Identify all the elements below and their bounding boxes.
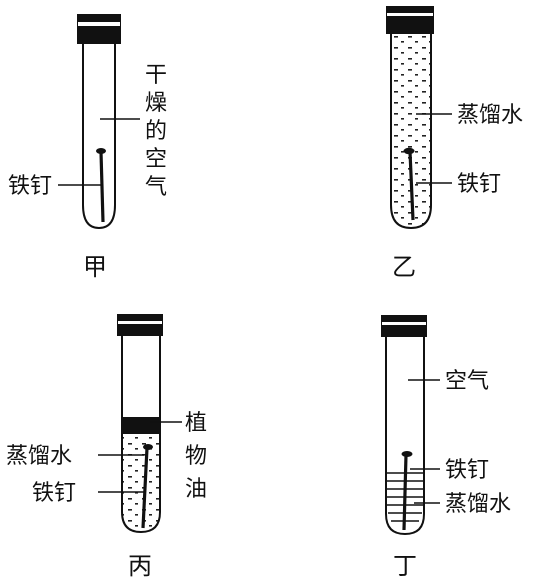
- test-tube-outline: [82, 44, 116, 230]
- caption-jia: 甲: [83, 253, 107, 281]
- vegetable-oil-layer: [122, 417, 160, 434]
- tube-bing: 植 物 油 蒸馏水 铁钉 丙: [6, 314, 207, 580]
- svg-text:油: 油: [185, 477, 207, 502]
- svg-text:干: 干: [145, 63, 167, 88]
- test-tube-outline: [385, 337, 425, 536]
- label-nail: 铁钉: [8, 174, 52, 199]
- label-water: 蒸馏水: [445, 492, 511, 517]
- caption-yi: 乙: [392, 253, 416, 281]
- iron-nail: [402, 454, 408, 531]
- label-dry-air: 干 燥 的 空 气: [145, 63, 167, 200]
- test-tube-outline: [121, 336, 161, 534]
- label-nail: 铁钉: [445, 458, 489, 483]
- tube-jia: 铁钉 干 燥 的 空 气 甲: [8, 14, 167, 281]
- label-nail: 铁钉: [457, 172, 501, 197]
- svg-text:燥: 燥: [145, 91, 167, 116]
- stopper: [381, 315, 427, 337]
- caption-ding: 丁: [393, 552, 417, 580]
- caption-bing: 丙: [128, 552, 152, 580]
- svg-text:物: 物: [185, 444, 207, 469]
- stopper: [77, 14, 121, 44]
- water-fill: [122, 434, 160, 532]
- svg-text:植: 植: [185, 411, 207, 436]
- svg-text:空: 空: [145, 147, 167, 172]
- label-vegetable-oil: 植 物 油: [185, 411, 207, 502]
- iron-nail: [141, 447, 149, 529]
- water-fill: [391, 34, 431, 228]
- test-tube-outline: [390, 34, 432, 230]
- stopper: [117, 314, 163, 336]
- iron-nail: [99, 151, 105, 223]
- svg-text:气: 气: [145, 175, 167, 200]
- stopper: [386, 6, 434, 34]
- tube-yi: 蒸馏水 铁钉 乙: [386, 6, 523, 281]
- label-water: 蒸馏水: [6, 444, 72, 469]
- label-air: 空气: [445, 369, 489, 394]
- label-water: 蒸馏水: [457, 103, 523, 128]
- tube-ding: 空气 铁钉 蒸馏水 丁: [381, 315, 511, 580]
- iron-nail: [408, 151, 415, 221]
- svg-text:的: 的: [145, 119, 167, 144]
- label-nail: 铁钉: [32, 481, 76, 506]
